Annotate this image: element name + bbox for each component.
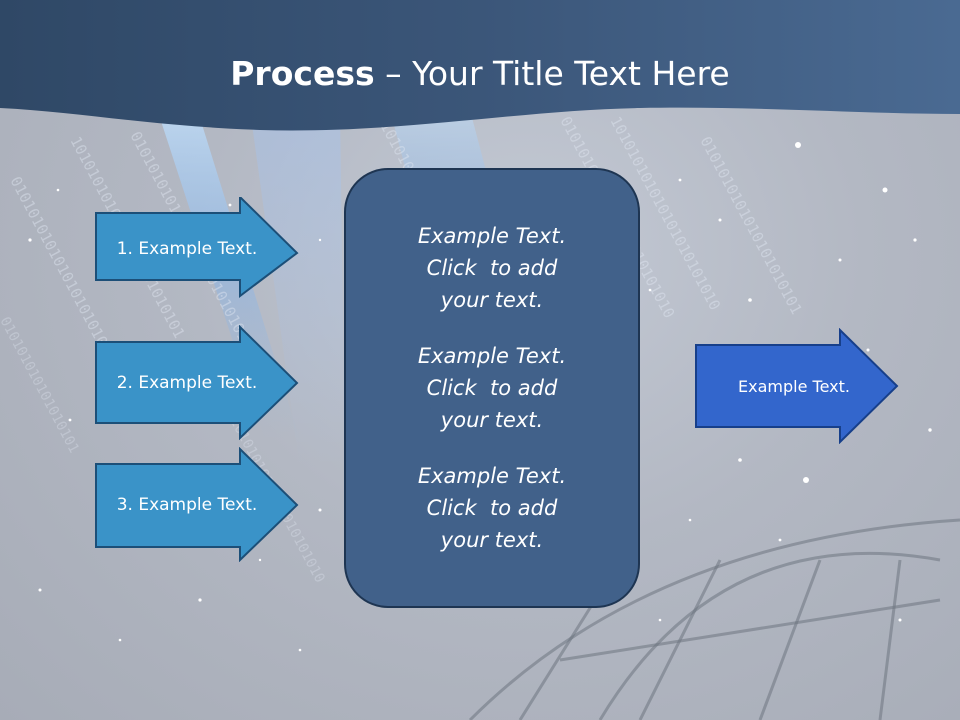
output-arrow-label: Example Text. xyxy=(738,376,850,396)
step-arrow-2-label: 2. Example Text. xyxy=(116,372,258,393)
step-arrow-3-shape xyxy=(95,447,299,562)
center-paragraph-3-line-1: Example Text. xyxy=(417,464,567,488)
center-paragraph-2-line-1: Example Text. xyxy=(417,344,567,368)
center-paragraph-3: Example Text. Click to add your text. xyxy=(362,460,622,556)
center-paragraph-3-line-3: your text. xyxy=(440,528,544,552)
step-arrow-2-shape xyxy=(95,325,299,440)
step-arrow-1-shape xyxy=(95,197,299,299)
center-text-box[interactable]: Example Text. Click to add your text. Ex… xyxy=(344,168,640,608)
step-arrow-1-label: 1. Example Text. xyxy=(116,239,258,259)
center-paragraph-2-line-3: your text. xyxy=(440,408,544,432)
title-bold: Process xyxy=(230,54,375,93)
center-paragraph-2: Example Text. Click to add your text. xyxy=(362,340,622,436)
step-arrow-3-label: 3. Example Text. xyxy=(116,494,258,515)
center-paragraph-3-line-2: Click to add xyxy=(426,496,558,520)
center-paragraph-1-line-1: Example Text. xyxy=(417,224,567,248)
header-band xyxy=(0,0,960,131)
center-paragraph-1: Example Text. Click to add your text. xyxy=(362,220,622,316)
output-arrow[interactable]: Example Text. xyxy=(694,328,900,444)
title-rest: – Your Title Text Here xyxy=(374,54,730,93)
output-arrow-shape xyxy=(695,328,899,444)
svg-text:010101010101010101: 010101010101010101 xyxy=(0,314,82,455)
step-arrow-2[interactable]: 2. Example Text. xyxy=(94,325,300,440)
center-paragraph-1-line-2: Click to add xyxy=(426,256,558,280)
step-arrow-1[interactable]: 1. Example Text. xyxy=(94,197,300,301)
step-arrow-3[interactable]: 3. Example Text. xyxy=(94,447,300,562)
slide-title: Process – Your Title Text Here xyxy=(0,52,960,96)
center-paragraph-1-line-3: your text. xyxy=(440,288,544,312)
center-paragraph-2-line-2: Click to add xyxy=(426,376,558,400)
